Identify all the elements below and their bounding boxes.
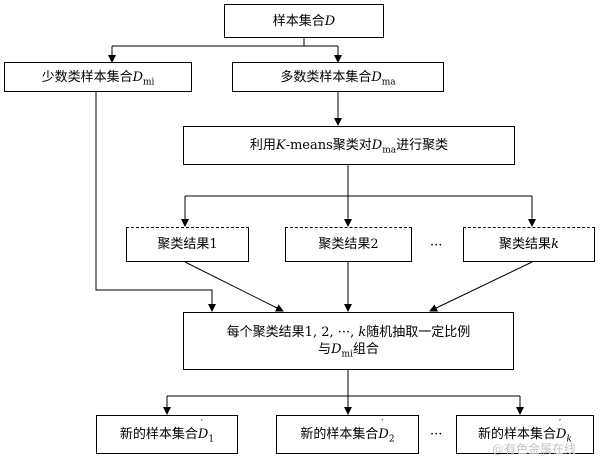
cluster-result-1-label: 聚类结果1 — [157, 237, 218, 252]
new-set-2-label: 新的样本集合D′2 — [300, 419, 395, 445]
new-set-1-box: 新的样本集合D′1 — [96, 415, 238, 454]
arrow-cluster1-to-combine — [184, 261, 284, 312]
dataset-box: 样本集合D — [224, 4, 384, 38]
minority-set-label: 少数类样本集合Dmi — [41, 69, 155, 88]
watermark: @有色金属在线 — [492, 442, 577, 456]
cluster-result-2-label: 聚类结果2 — [318, 237, 379, 252]
connector-kmeans-split — [185, 165, 532, 197]
combine-box: 每个聚类结果1, 2, ···, k随机抽取一定比例 与Dmi组合 — [183, 312, 514, 370]
kmeans-label: 利用K-means聚类对Dma进行聚类 — [249, 138, 449, 156]
new-set-k-box: 新的样本集合D′k — [456, 415, 594, 454]
kmeans-box: 利用K-means聚类对Dma进行聚类 — [183, 126, 515, 165]
arrow-clusterk-to-combine — [429, 261, 533, 312]
cluster-ellipsis: ··· — [430, 238, 443, 253]
cluster-result-k-label: 聚类结果k — [499, 237, 559, 252]
cluster-result-1-box: 聚类结果1 — [126, 227, 249, 262]
new-set-2-box: 新的样本集合D′2 — [276, 415, 419, 454]
new-set-k-label: 新的样本集合D′k — [478, 419, 572, 445]
majority-set-box: 多数类样本集合Dma — [232, 62, 444, 92]
majority-set-label: 多数类样本集合Dma — [280, 69, 396, 88]
dataset-label: 样本集合D — [272, 13, 336, 29]
arrow-minority-to-combine — [95, 92, 216, 312]
new-set-ellipsis: ··· — [430, 427, 443, 442]
connector-dataset-split — [112, 38, 338, 47]
minority-set-box: 少数类样本集合Dmi — [4, 62, 192, 92]
new-set-1-label: 新的样本集合D′1 — [119, 419, 215, 445]
combine-line-1: 每个聚类结果1, 2, ···, k随机抽取一定比例 — [226, 325, 471, 340]
connector-combine-split — [167, 370, 520, 397]
cluster-result-2-box: 聚类结果2 — [285, 227, 412, 262]
combine-line-2: 与Dmi组合 — [318, 342, 379, 360]
cluster-result-k-box: 聚类结果k — [463, 227, 595, 262]
